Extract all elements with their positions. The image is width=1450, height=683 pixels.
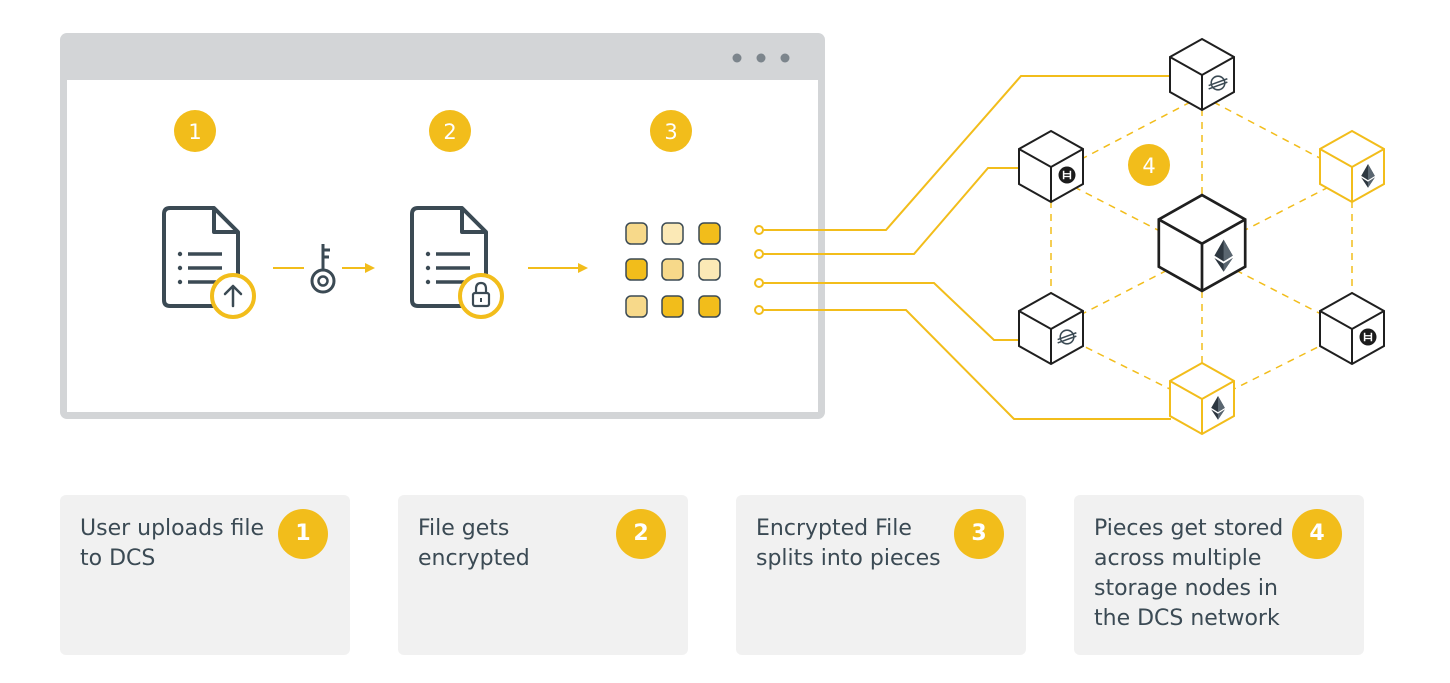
step-marker-3: 3 (650, 110, 692, 152)
window-dot-icon (780, 53, 790, 63)
file-encrypted-icon (410, 206, 504, 319)
svg-text:1: 1 (188, 120, 201, 144)
window-dot-icon (732, 53, 742, 63)
arrow-head-icon (578, 263, 588, 273)
hedera-icon (1057, 165, 1077, 185)
step-number-badge: 4 (1292, 509, 1342, 559)
key-icon (304, 244, 342, 294)
file-piece (625, 295, 648, 318)
file-piece (625, 222, 648, 245)
file-pieces-grid (625, 222, 721, 318)
step-description: Pieces get stored across multiple storag… (1094, 516, 1284, 631)
file-piece (698, 295, 721, 318)
file-piece (698, 258, 721, 281)
file-piece (661, 295, 684, 318)
step-description: Encrypted File splits into pieces (756, 516, 941, 571)
storage-node-cube (1018, 130, 1084, 203)
file-piece (698, 222, 721, 245)
file-piece (661, 258, 684, 281)
storage-node-cube (1169, 38, 1235, 111)
hedera-icon (1358, 327, 1378, 347)
process-diagram: 1 2 3 (60, 33, 1385, 435)
step-marker-1: 1 (174, 110, 216, 152)
step-number-badge: 3 (954, 509, 1004, 559)
step-card-4: Pieces get stored across multiple storag… (1074, 495, 1364, 655)
svg-text:2: 2 (443, 120, 456, 144)
step-card-3: Encrypted File splits into pieces 3 (736, 495, 1026, 655)
step-marker-2: 2 (429, 110, 471, 152)
storage-node-cube (1169, 362, 1235, 435)
file-piece (625, 258, 648, 281)
arrow-head-icon (365, 263, 375, 273)
file-upload-icon (162, 206, 256, 319)
step-card-2: File gets encrypted 2 (398, 495, 688, 655)
file-piece (661, 222, 684, 245)
step-number-badge: 1 (278, 509, 328, 559)
step-number-badge: 2 (616, 509, 666, 559)
storage-node-cube (1157, 193, 1247, 293)
storage-node-cube (1319, 130, 1385, 203)
connector-lines (754, 75, 1171, 420)
svg-text:3: 3 (664, 120, 677, 144)
step-card-1: User uploads file to DCS 1 (60, 495, 350, 655)
step-description: File gets encrypted (418, 516, 530, 571)
storage-node-cube (1018, 292, 1084, 365)
step-marker-4: 4 (1128, 144, 1170, 186)
svg-text:4: 4 (1142, 154, 1155, 178)
storage-nodes (1018, 38, 1385, 435)
storage-node-cube (1319, 292, 1385, 365)
window-dot-icon (756, 53, 766, 63)
step-description: User uploads file to DCS (80, 516, 265, 571)
